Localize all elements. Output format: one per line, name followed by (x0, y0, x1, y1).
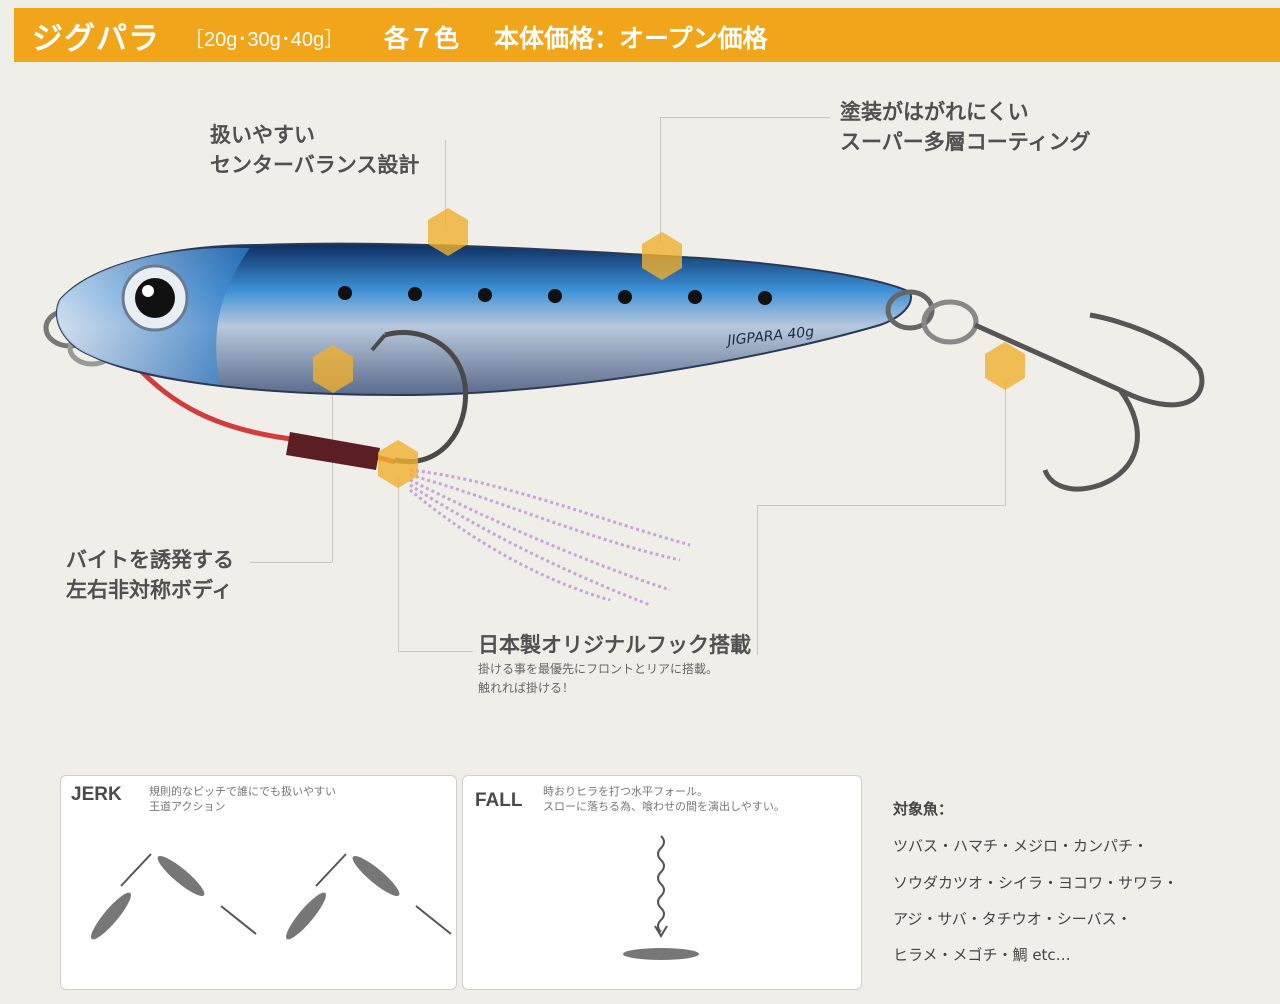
jerk-lure-1 (90, 892, 132, 940)
hex-marker-body (313, 345, 353, 393)
hex-marker-rear (985, 342, 1025, 390)
hex-marker-hook (378, 440, 418, 488)
lure-illustration: JIGPARA 40g (43, 208, 1205, 607)
jerk-panel: JERK 規則的なピッチで誰にでも扱いやすい 王道アクション (60, 775, 457, 990)
hex-marker-balance (428, 208, 468, 256)
callout-coating: 塗装がはがれにくい スーパー多層コーティング (840, 97, 1091, 157)
rear-split-ring (885, 289, 979, 345)
target-fish-line-2: ソウダカツオ・シイラ・ヨコワ・サワラ・ (893, 874, 1179, 892)
callout-coating-line1: 塗装がはがれにくい (840, 100, 1029, 124)
header-bar: ジグパラ ［20g･30g･40g］ 各７色 本体価格：オープン価格 (14, 8, 1280, 62)
callout-balance: 扱いやすい センターバランス設計 (210, 120, 419, 180)
leader-hook-v (398, 475, 399, 651)
fall-lure (623, 948, 699, 960)
jerk-arrow-3 (315, 853, 347, 887)
assist-wrap (286, 432, 380, 470)
leader-coating-v (660, 117, 661, 242)
callout-hook-desc-line2: 触れれば掛ける！ (478, 681, 575, 695)
leader-rear-v (1005, 380, 1006, 505)
callout-balance-line1: 扱いやすい (210, 123, 315, 147)
callout-coating-line2: スーパー多層コーティング (840, 130, 1091, 154)
leader-rear-h (757, 505, 1006, 506)
jerk-desc-line1: 規則的なピッチで誰にでも扱いやすい (149, 785, 336, 798)
callout-hook-desc-line1: 掛ける事を最優先にフロントとリアに搭載。 (478, 662, 719, 676)
hook-feathers (409, 468, 691, 607)
fall-desc: 時おりヒラを打つ水平フォール。 スローに落ちる為、喰わせの間を演出しやすい。 (543, 784, 785, 814)
fall-desc-line2: スローに落ちる為、喰わせの間を演出しやすい。 (543, 800, 785, 813)
fall-diagram (623, 835, 699, 960)
callout-body-line1: バイトを誘発する (66, 548, 234, 572)
target-fish-line-3: アジ・サバ・タチウオ・シーバス・ (893, 910, 1132, 928)
callout-body: バイトを誘発する 左右非対称ボディ (66, 545, 234, 605)
callout-balance-line2: センターバランス設計 (210, 153, 420, 177)
lure-eye (121, 264, 189, 332)
fall-title: FALL (475, 790, 523, 811)
front-hook (384, 329, 469, 464)
fall-path (657, 835, 665, 933)
lure-dots (338, 286, 772, 305)
jerk-lure-4 (352, 855, 400, 897)
product-price: 本体価格：オープン価格 (494, 24, 768, 53)
jerk-lure-2 (157, 855, 205, 897)
leader-coating-h (660, 117, 830, 118)
rear-treble-hook (973, 312, 1205, 492)
callout-hook-title: 日本製オリジナルフック搭載 (478, 633, 751, 657)
callout-body-line2: 左右非対称ボディ (66, 578, 233, 602)
jerk-desc-line2: 王道アクション (149, 800, 226, 813)
fall-panel: FALL 時おりヒラを打つ水平フォール。 スローに落ちる為、喰わせの間を演出しや… (462, 775, 862, 990)
product-sizes: ［20g･30g･40g］ (184, 29, 345, 51)
target-fish-line-4: ヒラメ・メゴチ・鯛 etc… (893, 946, 1071, 964)
hex-marker-coating (642, 232, 682, 280)
target-fish-title: 対象魚： (893, 800, 954, 818)
jerk-arrow-1 (120, 853, 152, 887)
jerk-arrow-4 (415, 905, 452, 935)
lure-body (55, 242, 912, 397)
leader-balance (445, 140, 446, 230)
jerk-title: JERK (71, 784, 122, 805)
fall-arrow-head (654, 925, 668, 938)
leader-body-v (332, 380, 333, 562)
jerk-lure-3 (285, 892, 327, 940)
jerk-desc: 規則的なピッチで誰にでも扱いやすい 王道アクション (149, 784, 336, 814)
product-title: ジグパラ (32, 21, 160, 57)
target-fish-line-1: ツバス・ハマチ・メジロ・カンパチ・ (893, 837, 1149, 855)
front-hook-point (370, 333, 387, 352)
jerk-diagram (90, 853, 452, 940)
callout-hook-desc: 掛ける事を最優先にフロントとリアに搭載。 触れれば掛ける！ (478, 660, 718, 698)
jerk-arrow-2 (220, 905, 257, 935)
product-colors: 各７色 (384, 24, 460, 53)
fall-desc-line1: 時おりヒラを打つ水平フォール。 (543, 785, 708, 798)
leader-body-h (250, 562, 332, 563)
hex-markers (313, 208, 1025, 488)
leader-hook-h (398, 651, 473, 652)
leader-rear-v2 (757, 505, 758, 655)
